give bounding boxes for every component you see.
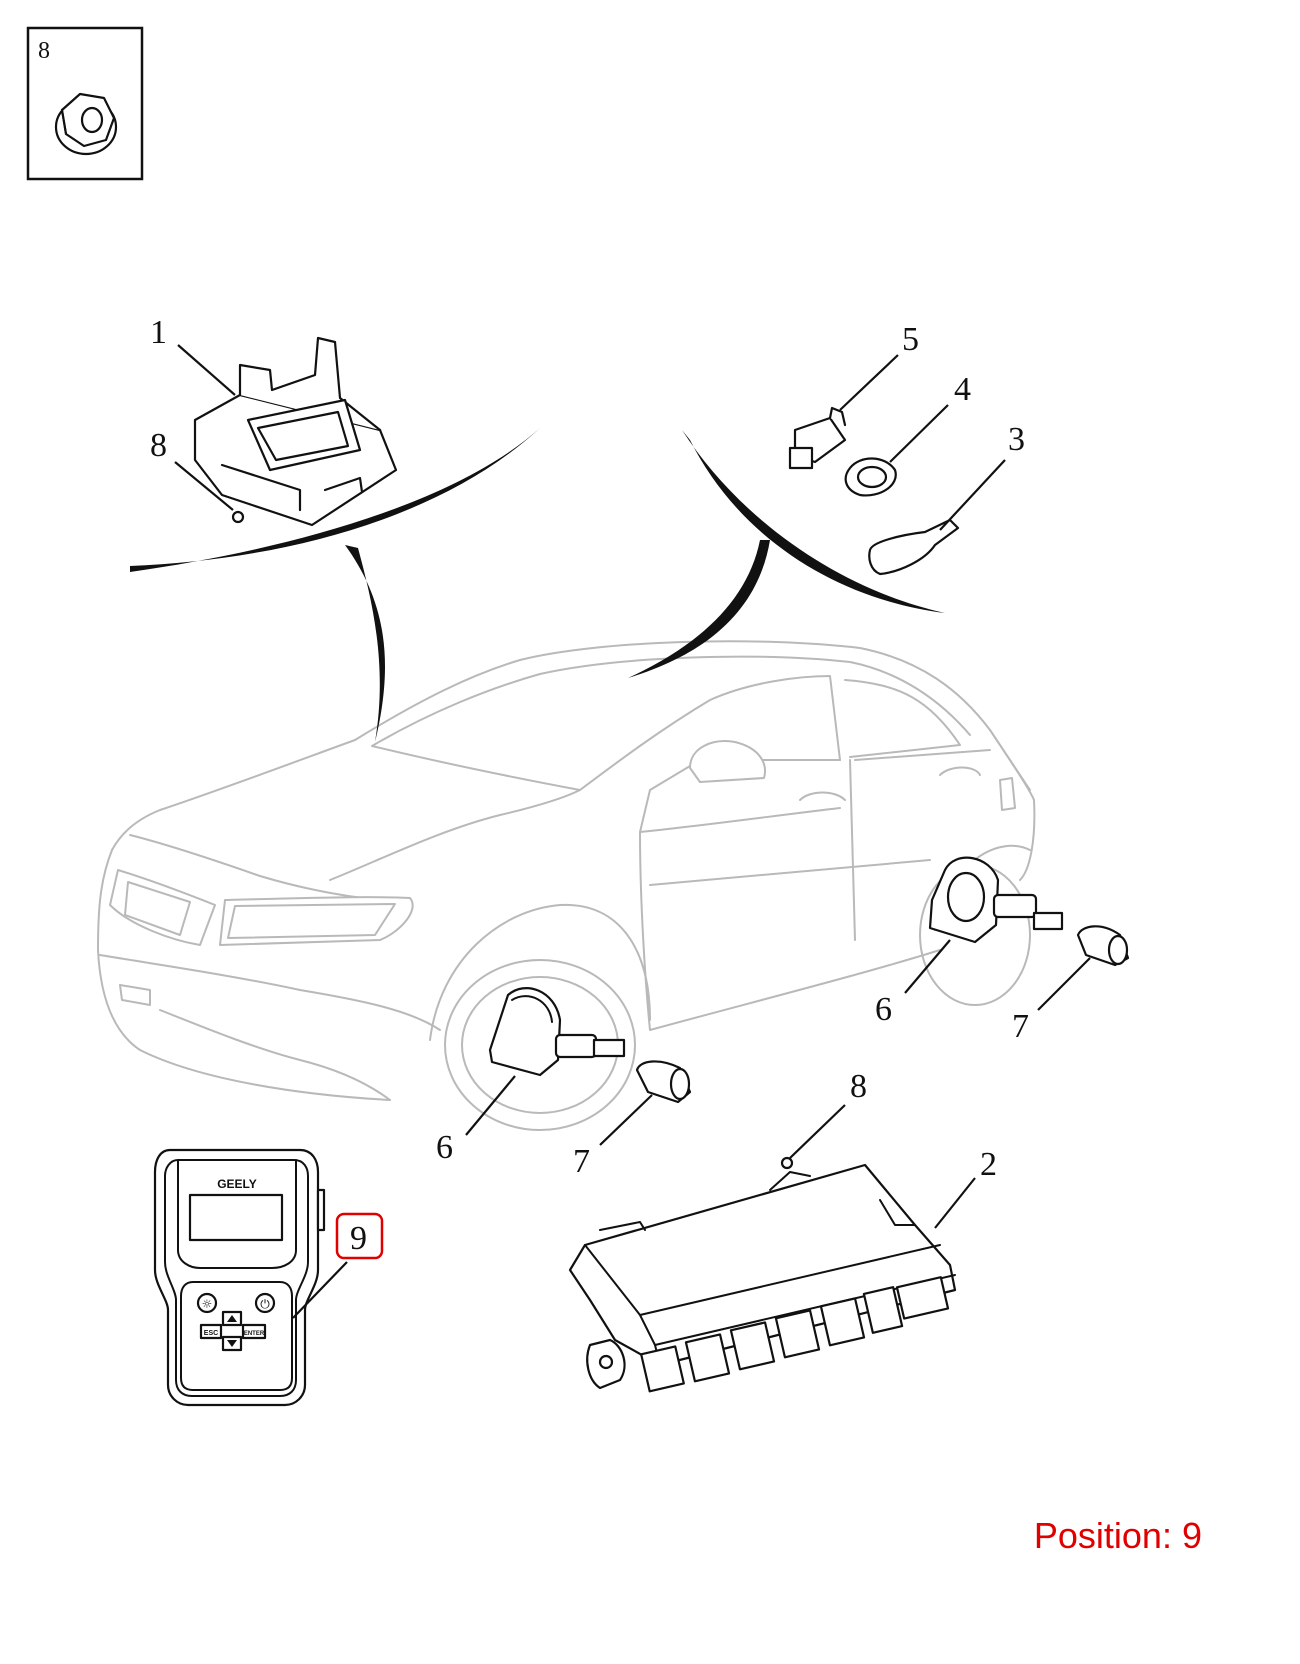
enter-label: ENTER: [244, 1331, 265, 1337]
callout-nut-top: 8: [150, 427, 167, 464]
callout-inset-nut: 8: [38, 38, 50, 64]
position-label: Position: 9: [1034, 1515, 1202, 1557]
callout-grommet-clip: 4: [954, 371, 971, 408]
enter-button: [241, 1323, 267, 1340]
tpms-module-top: 1 8: [150, 314, 398, 527]
highlight-box: [335, 1212, 384, 1260]
esc-button: [199, 1323, 223, 1340]
callout-seal-tab: 3: [1008, 421, 1025, 458]
control-module: 2 8: [568, 1068, 997, 1393]
callout-valve-cap-rear: 7: [1012, 1008, 1029, 1045]
up-arrow-icon: [227, 1315, 237, 1322]
down-arrow-icon: [227, 1340, 237, 1347]
wheel-sensor-rear: 6 7: [875, 856, 1130, 1045]
brightness-button: [196, 1292, 218, 1314]
nut-icon: [54, 92, 118, 156]
callout-diagnostic-tool: 9: [350, 1220, 367, 1257]
position-text: Position:: [1033, 1515, 1172, 1556]
car-outline: [97, 640, 1036, 1131]
sensor-parts-top-right: 5 4 3: [788, 321, 1025, 576]
callout-nut-bottom: 8: [850, 1068, 867, 1105]
power-icon: ⏻: [260, 1297, 270, 1311]
callout-sensor-body: 5: [902, 321, 919, 358]
tool-screen: [188, 1193, 284, 1242]
callout-tpms-module-top: 1: [150, 314, 167, 351]
callout-control-module: 2: [980, 1146, 997, 1183]
sun-icon: ☼: [202, 1297, 213, 1311]
wheel-sensor-front: 6 7: [436, 987, 692, 1180]
inset-box: 8: [26, 26, 144, 181]
diagnostic-tool: GEELY ☼ ⏻ ESC ENTER 9: [153, 1148, 384, 1407]
callout-sensor-rear: 6: [875, 991, 892, 1028]
position-value: 9: [1181, 1515, 1202, 1556]
tool-brand: GEELY: [217, 1177, 257, 1191]
callout-sensor-front: 6: [436, 1129, 453, 1166]
callout-valve-cap-front: 7: [573, 1143, 590, 1180]
power-button: [254, 1292, 276, 1314]
esc-label: ESC: [204, 1330, 218, 1337]
module-connectors: [640, 1276, 950, 1393]
